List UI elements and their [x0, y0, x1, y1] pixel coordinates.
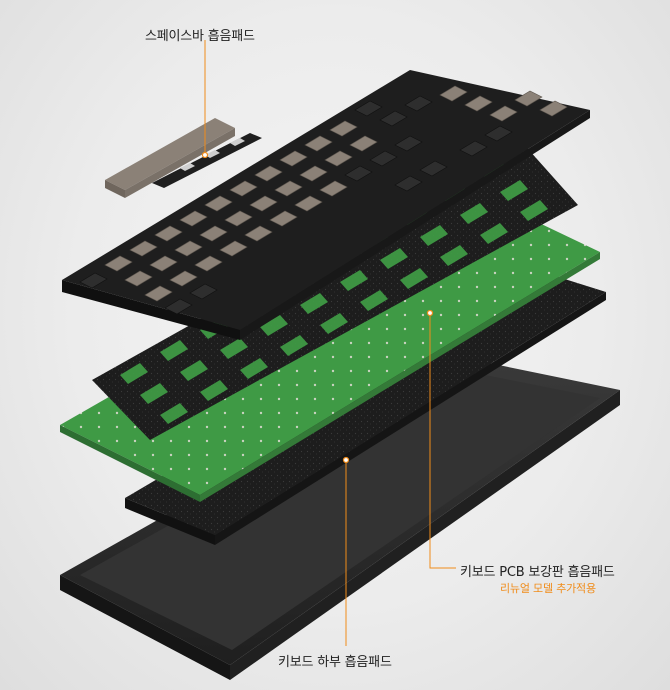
- callout-dot-bottom: [342, 456, 350, 464]
- keycap-assembly: [62, 70, 590, 340]
- callout-dots: [201, 151, 434, 464]
- bottom-pad-label: 키보드 하부 흡음패드: [278, 655, 392, 670]
- pcb-pad-label: 키보드 PCB 보강판 흡음패드: [460, 565, 615, 580]
- callout-dot-spacebar: [201, 151, 209, 159]
- spacebar-foam-pad: [152, 133, 262, 188]
- callout-dot-pcb: [426, 309, 434, 317]
- callout-lines: [204, 40, 456, 646]
- renewal-note-label: 리뉴얼 모델 추가적용: [500, 582, 596, 595]
- bottom-case: [60, 355, 620, 680]
- pcb-foam-plate: [92, 140, 578, 440]
- callout-line-pcb: [429, 313, 456, 569]
- spacebar-pad-label: 스페이스바 흡음패드: [145, 29, 255, 44]
- spacebar-keycap: [105, 118, 235, 198]
